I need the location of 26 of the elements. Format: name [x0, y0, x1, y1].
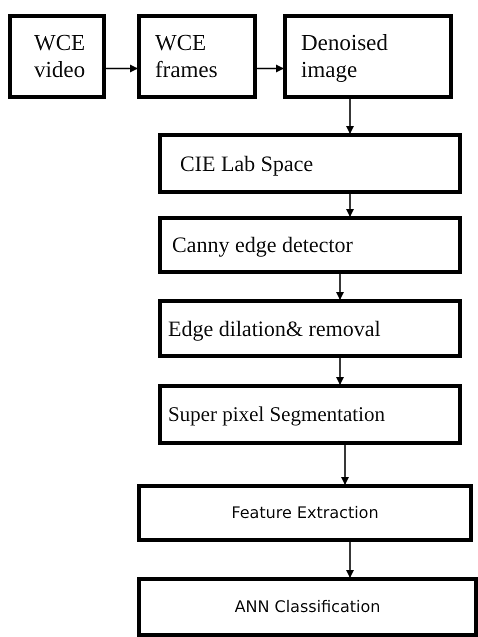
process-box — [137, 577, 478, 637]
process-box — [158, 384, 462, 445]
step-label: CIE Lab Space — [180, 150, 314, 176]
process-box — [283, 14, 453, 99]
step-label: Denoised image — [301, 30, 389, 83]
process-box — [158, 133, 462, 194]
process-box — [137, 484, 473, 542]
arrow — [341, 445, 349, 485]
step-label: ANN Classification — [234, 597, 380, 617]
process-box — [8, 14, 106, 99]
process-box — [158, 299, 462, 358]
arrow — [106, 64, 138, 72]
step-label: Canny edge detector — [172, 232, 353, 258]
arrow — [336, 358, 344, 385]
arrow — [336, 274, 344, 300]
arrow — [257, 64, 284, 72]
process-box — [137, 14, 257, 99]
step-label: WCE frames — [155, 30, 219, 83]
step-label: Edge dilation& removal — [168, 316, 381, 342]
arrow — [346, 542, 354, 578]
step-label: Super pixel Segmentation — [168, 402, 385, 427]
process-box — [158, 216, 462, 274]
step-label: Feature Extraction — [231, 503, 379, 523]
step-label: WCE video — [34, 30, 86, 83]
arrow — [346, 99, 354, 134]
arrow — [346, 194, 354, 217]
